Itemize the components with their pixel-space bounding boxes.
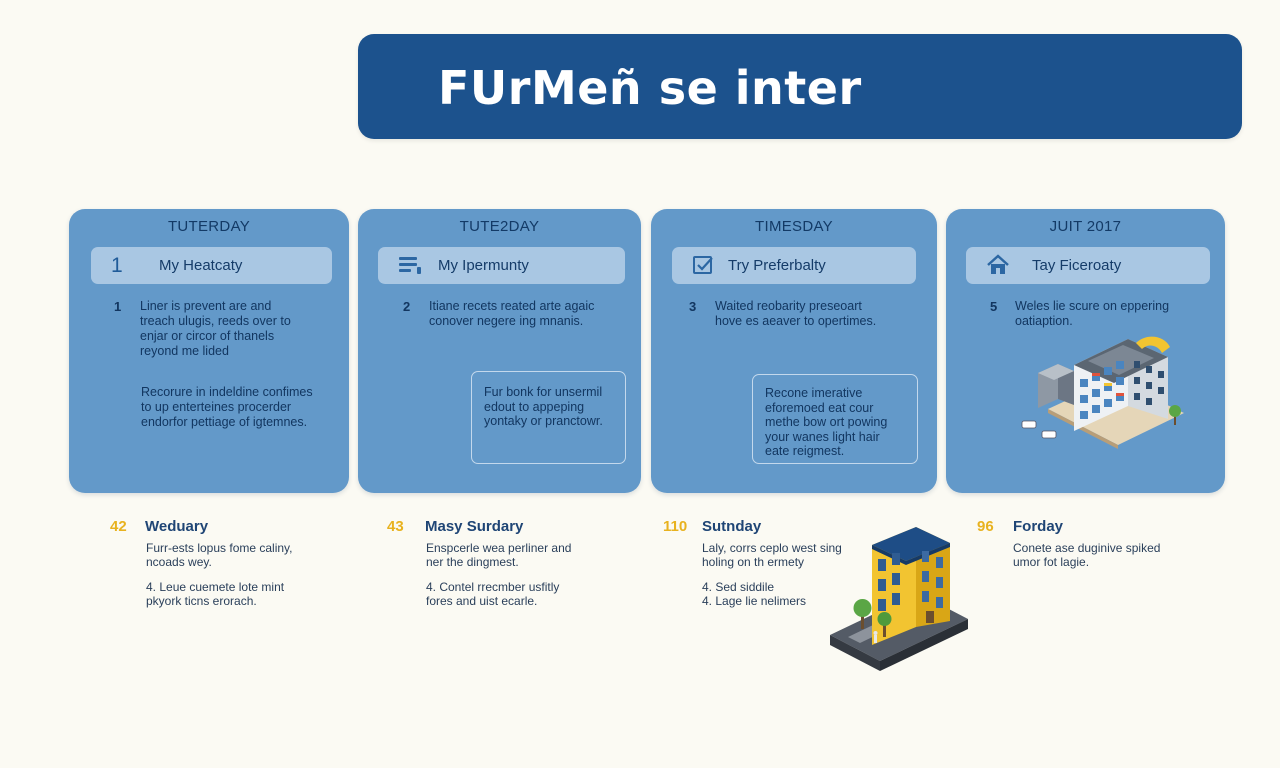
bottom-text: Conete ase duginive spiked [1013,541,1161,555]
bottom-number: 43 [387,518,404,535]
building-illustration-large [828,515,970,677]
card-title: TUTE2DAY [459,218,540,235]
pill-label: Tay Ficeroaty [1032,257,1122,274]
card-pill[interactable]: My Ipermunty [378,247,625,284]
step-number: 5 [990,299,998,314]
card-pill[interactable]: 1 My Heatcaty [91,247,332,284]
card-pill[interactable]: Try Preferbalty [672,247,916,284]
bottom-text: Laly, corrs ceplo west sing [702,541,842,555]
bottom-text: 4. Sed siddile [702,580,775,594]
card-paragraph: Recorure in indeldine confimes to up ent… [141,385,313,429]
card-4: JUIT 2017 Tay Ficeroaty 5 Weles lie scur… [946,209,1225,493]
bottom-title: Weduary [145,518,209,535]
note-box: Fur bonk for unsermil edout to appeping … [471,371,626,464]
card-title: TIMESDAY [755,218,833,235]
home-icon [986,254,1010,277]
list-icon [398,254,422,277]
bottom-title: Forday [1013,518,1064,535]
bottom-text: 4. Lage lie nelimers [702,594,807,608]
bottom-text: ncoads wey. [146,555,212,569]
pill-label: My Heatcaty [159,257,243,274]
bottom-title: Masy Surdary [425,518,524,535]
step-text: Itiane recets reated arte agaic conover … [429,299,595,328]
card-2: TUTE2DAY My Ipermunty 2 Itiane recets re… [358,209,641,493]
pill-label: Try Preferbalty [728,257,826,274]
card-title: JUIT 2017 [1049,218,1122,235]
bottom-number: 110 [663,518,688,535]
bottom-text: 4. Contel rrecmber usfitly [426,580,560,594]
card-3: TIMESDAY Try Preferbalty 3 Waited reobar… [651,209,937,493]
building-illustration-small [1018,331,1188,451]
step-text: Waited reobarity preseoart hove es aeave… [715,299,877,328]
card-1: TUTERDAY 1 My Heatcaty 1 Liner is preven… [69,209,349,493]
checkbox-icon [692,254,716,277]
header-banner: FUrMeñ se inter [358,34,1242,139]
bottom-text: fores and uist ecarle. [426,594,538,608]
bottom-title: Sutnday [702,518,762,535]
note-box: Recone imerative eforemoed eat cour meth… [752,374,918,464]
step-number: 3 [689,299,697,314]
bottom-text: ner the dingmest. [426,555,519,569]
bottom-text: 4. Leue cuemete lote mint [146,580,285,594]
card-title: TUTERDAY [167,218,251,235]
bottom-number: 96 [977,518,994,535]
bottom-text: Furr-ests lopus fome caliny, [146,541,293,555]
bottom-text: holing on th ermety [702,555,805,569]
pill-label: My Ipermunty [438,257,529,274]
number-one-icon: 1 [111,254,123,277]
card-pill[interactable]: Tay Ficeroaty [966,247,1210,284]
bottom-text: pkyork ticns erorach. [146,594,257,608]
step-text: Weles lie scure on eppering oatiaption. [1015,299,1170,328]
bottom-number: 42 [110,518,127,535]
page-title: FUrMeñ se inter [438,61,862,115]
step-number: 2 [403,299,411,314]
step-text: Liner is prevent are and treach ulugis, … [140,299,291,358]
bottom-text: Enspcerle wea perliner and [426,541,572,555]
bottom-text: umor fot lagie. [1013,555,1090,569]
step-number: 1 [114,299,122,314]
